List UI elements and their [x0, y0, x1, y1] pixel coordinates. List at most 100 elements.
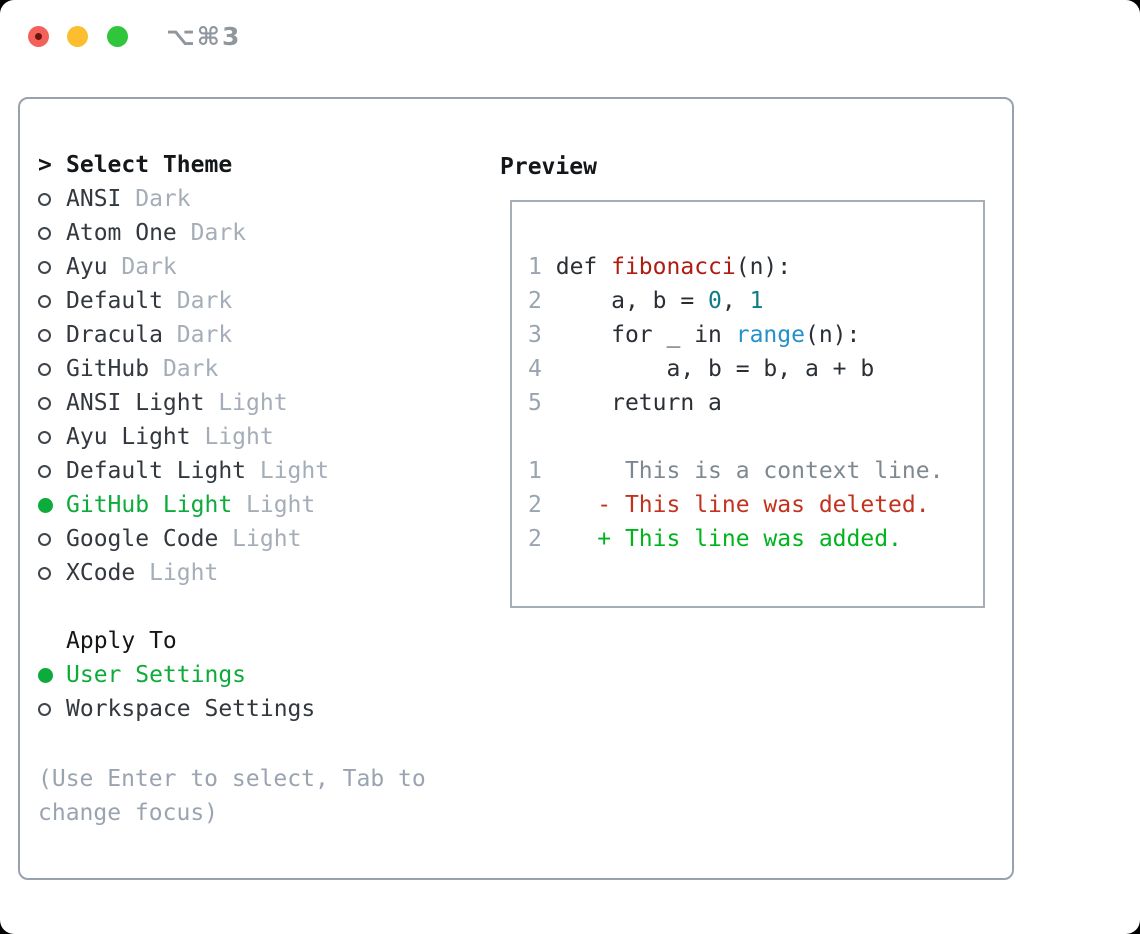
code-line: 2 - This line was deleted. [528, 488, 983, 522]
token-deleted: - This line was deleted. [555, 492, 930, 518]
theme-option-xcode-light[interactable]: XCode Light [38, 556, 470, 590]
token-plain: (n): [735, 254, 792, 280]
radio-unselected-icon [38, 260, 51, 274]
radio-unselected-icon [38, 702, 51, 716]
line-number: 2 [528, 288, 542, 314]
option-label: Dracula [66, 322, 163, 348]
token-added: + This line was added. [555, 526, 902, 552]
line-number: 4 [528, 356, 542, 382]
help-text: (Use Enter to select, Tab to change focu… [38, 766, 426, 826]
option-label: ANSI Light [66, 390, 205, 416]
radio-unselected-icon [38, 464, 51, 478]
radio-unselected-icon [38, 226, 51, 240]
theme-option-dracula-dark[interactable]: Dracula Dark [38, 318, 470, 352]
radio-unselected-icon [38, 532, 51, 546]
theme-option-ansi-light-light[interactable]: ANSI Light Light [38, 386, 470, 420]
radio-unselected-icon [38, 192, 51, 206]
option-label: GitHub Light [66, 492, 233, 518]
token-function: fibonacci [611, 254, 736, 280]
option-label: Ayu Light [66, 424, 191, 450]
option-variant-label: Light [218, 526, 302, 552]
token-builtin: range [735, 322, 805, 348]
option-variant-label: Light [246, 458, 330, 484]
option-label: XCode [66, 560, 136, 586]
option-label: Google Code [66, 526, 219, 552]
code-line: 1 def fibonacci(n): [528, 250, 983, 284]
theme-option-ayu-dark[interactable]: Ayu Dark [38, 250, 470, 284]
option-variant-label: Light [204, 390, 288, 416]
option-label: Default Light [66, 458, 247, 484]
code-line: 2 + This line was added. [528, 522, 983, 556]
preview-title: Preview [500, 154, 597, 180]
theme-option-default-light-light[interactable]: Default Light Light [38, 454, 470, 488]
radio-selected-icon [38, 667, 53, 683]
line-number: 1 [528, 458, 542, 484]
select-theme-header: > Select Theme [38, 148, 470, 182]
line-number: 3 [528, 322, 542, 348]
radio-unselected-icon [38, 328, 51, 342]
token-plain: return a [555, 390, 722, 416]
line-number: 2 [528, 492, 542, 518]
token-number: 1 [749, 288, 764, 314]
token-context: This is a context line. [555, 458, 944, 484]
option-variant-label: Light [232, 492, 316, 518]
theme-option-google-code-light[interactable]: Google Code Light [38, 522, 470, 556]
window-shortcut-label: ⌥⌘3 [166, 22, 242, 51]
option-label: Default [66, 288, 163, 314]
option-variant-label: Dark [176, 220, 247, 246]
prompt-icon: > [38, 152, 52, 178]
code-line [528, 420, 983, 454]
theme-option-github-dark[interactable]: GitHub Dark [38, 352, 470, 386]
code-line: 2 a, b = 0, 1 [528, 284, 983, 318]
radio-unselected-icon [38, 566, 51, 580]
option-label: GitHub [66, 356, 150, 382]
option-label: Workspace Settings [66, 696, 316, 722]
minimize-button[interactable] [67, 26, 88, 47]
token-plain: a, b = b, a + b [555, 356, 875, 382]
theme-option-ansi-dark[interactable]: ANSI Dark [38, 182, 470, 216]
option-label: ANSI [66, 186, 122, 212]
theme-option-default-dark[interactable]: Default Dark [38, 284, 470, 318]
apply-to-title: Apply To [66, 628, 177, 654]
window-titlebar: ⌥⌘3 [0, 0, 1140, 74]
spacer-row [38, 590, 470, 624]
zoom-button[interactable] [107, 26, 128, 47]
radio-unselected-icon [38, 430, 51, 444]
apply-option-user-settings[interactable]: User Settings [38, 658, 470, 692]
radio-unselected-icon [38, 396, 51, 410]
option-label: User Settings [66, 662, 247, 688]
token-plain: def [555, 254, 612, 280]
token-plain: for _ in [555, 322, 736, 348]
code-line: 4 a, b = b, a + b [528, 352, 983, 386]
theme-option-ayu-light-light[interactable]: Ayu Light Light [38, 420, 470, 454]
close-button[interactable] [28, 26, 49, 47]
theme-option-atom-one-dark[interactable]: Atom One Dark [38, 216, 470, 250]
radio-selected-icon [38, 497, 53, 513]
line-number: 2 [528, 526, 542, 552]
option-label: Ayu [66, 254, 108, 280]
line-number: 1 [528, 254, 542, 280]
code-line: 5 return a [528, 386, 983, 420]
apply-option-workspace-settings[interactable]: Workspace Settings [38, 692, 470, 726]
option-variant-label: Light [190, 424, 274, 450]
radio-unselected-icon [38, 362, 51, 376]
code-line: 3 for _ in range(n): [528, 318, 983, 352]
token-plain: (n): [804, 322, 861, 348]
token-number: 0 [708, 288, 722, 314]
code-line: 1 This is a context line. [528, 454, 983, 488]
option-variant-label: Light [135, 560, 219, 586]
select-theme-title: Select Theme [66, 152, 233, 178]
apply-to-header: Apply To [38, 624, 470, 658]
line-number: 5 [528, 390, 542, 416]
radio-unselected-icon [38, 294, 51, 308]
option-variant-label: Dark [121, 186, 191, 212]
theme-option-github-light-light[interactable]: GitHub Light Light [38, 488, 470, 522]
option-variant-label: Dark [162, 322, 233, 348]
